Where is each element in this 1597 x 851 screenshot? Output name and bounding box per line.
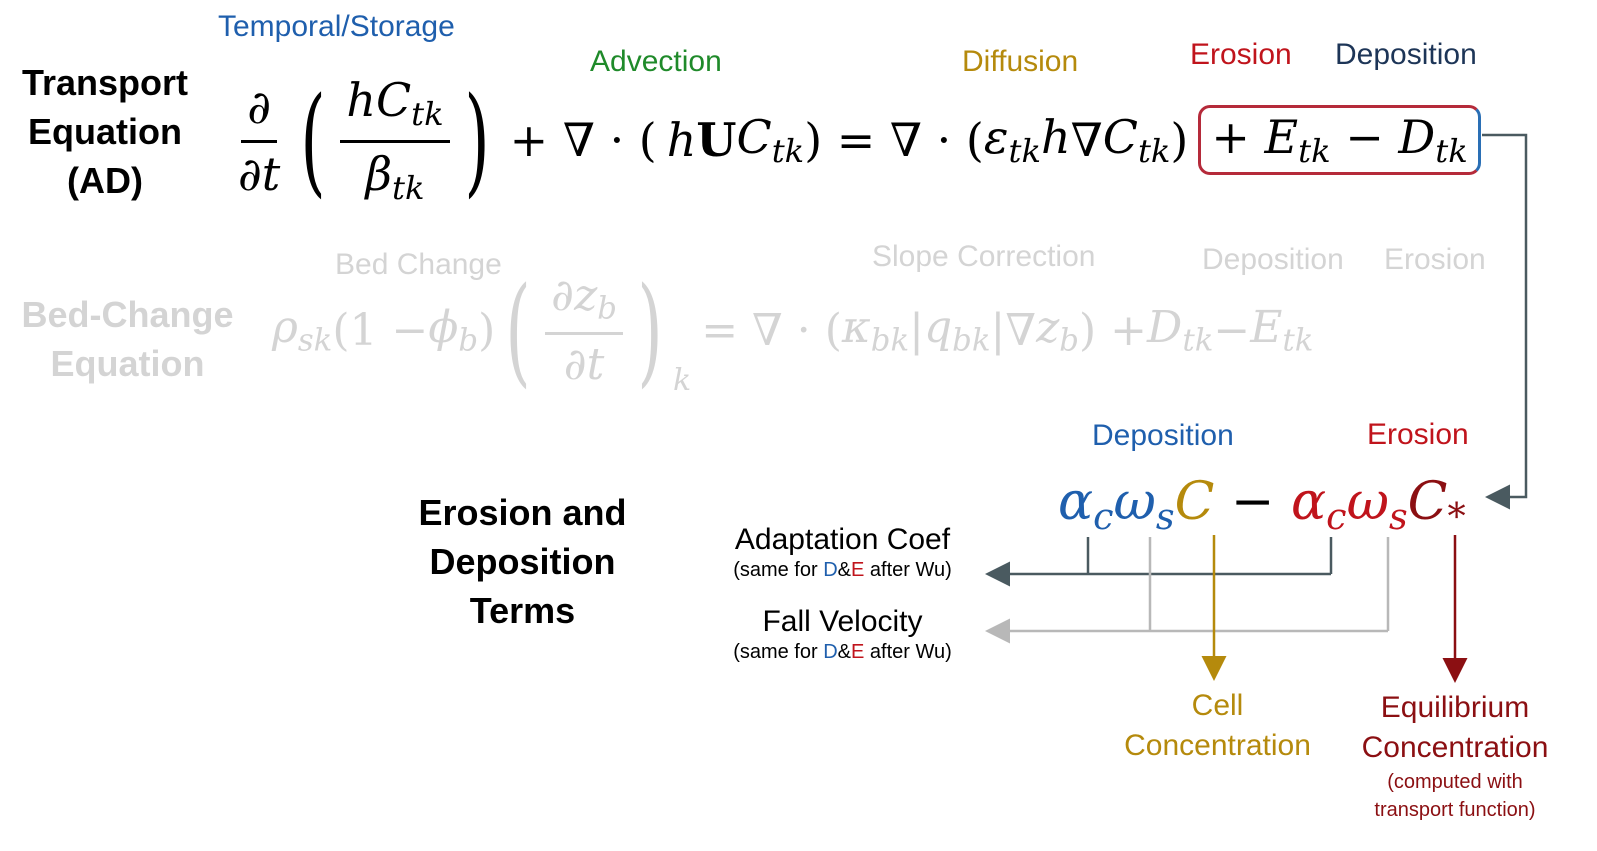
adaptation-note-post: after Wu) (864, 559, 952, 581)
label-erosion-terms: Erosion (1367, 418, 1469, 451)
bed-derivative: ∂zb∂t (545, 270, 623, 390)
label-temporal-storage: Temporal/Storage (218, 10, 455, 43)
fall-note-e: E (851, 641, 865, 663)
source-term-box: + Etk − Dtk (1198, 104, 1481, 175)
adaptation-note: (same for D&E after Wu) (700, 558, 985, 582)
transport-heading-line1: Transport (21, 62, 189, 103)
adaptation-note-d: D (823, 559, 838, 581)
cell-line2: Concentration (1124, 729, 1311, 762)
eq-line4: transport function) (1374, 799, 1536, 821)
fall-note-post: after Wu) (864, 641, 952, 663)
adaptation-title: Adaptation Coef (734, 523, 951, 556)
ed-heading-line2: Deposition (429, 541, 616, 582)
fall-velocity-bracket (990, 537, 1390, 631)
label-advection: Advection (590, 45, 722, 78)
transport-heading-line2: Equation (28, 111, 182, 152)
fall-note: (same for D&E after Wu) (700, 640, 985, 664)
label-deposition-terms: Deposition (1092, 419, 1234, 452)
fall-title: Fall Velocity (762, 605, 923, 638)
fall-note-pre: (same for (733, 641, 824, 663)
adaptation-note-e: E (851, 559, 865, 581)
transport-heading-line3: (AD) (67, 160, 143, 201)
label-erosion-top: Erosion (1190, 38, 1292, 71)
eq-line2: Concentration (1361, 731, 1549, 764)
label-diffusion: Diffusion (962, 45, 1079, 78)
label-bed-change: Bed Change (335, 248, 502, 281)
bed-change-heading-line1: Bed-Change (21, 294, 234, 335)
time-derivative: ∂∂t (238, 79, 281, 201)
fall-note-amp: & (837, 641, 852, 663)
fall-note-d: D (823, 641, 838, 663)
cell-concentration-label: Cell Concentration (1105, 686, 1330, 766)
adaptation-coef-label: Adaptation Coef (same for D&E after Wu) (700, 522, 985, 582)
label-slope-correction: Slope Correction (872, 240, 1096, 273)
label-deposition-bed: Deposition (1202, 243, 1344, 276)
adaptation-note-pre: (same for (733, 559, 824, 581)
equilibrium-concentration-label: Equilibrium Concentration (computed with… (1340, 688, 1570, 824)
adaptation-note-amp: & (837, 559, 852, 581)
cell-line1: Cell (1191, 689, 1244, 722)
eq-line3: (computed with (1387, 771, 1523, 793)
eq-line1: Equilibrium (1380, 691, 1530, 724)
label-erosion-bed: Erosion (1384, 243, 1486, 276)
adaptation-bracket (990, 537, 1333, 574)
label-deposition-top: Deposition (1335, 38, 1477, 71)
bed-change-heading-line2: Equation (50, 343, 205, 384)
erosion-deposition-heading: Erosion and Deposition Terms (395, 488, 650, 635)
ed-heading-line3: Terms (469, 590, 576, 631)
ed-heading-line1: Erosion and (418, 492, 627, 533)
fall-velocity-label: Fall Velocity (same for D&E after Wu) (700, 604, 985, 664)
deposition-erosion-expression: αcωsC − αcωsC* (1058, 472, 1466, 539)
bed-change-heading: Bed-Change Equation (0, 290, 255, 388)
source-to-terms-arrow (1482, 133, 1528, 510)
transport-heading: Transport Equation (AD) (0, 58, 210, 205)
bed-change-equation: ρsk(1 − ϕb) ( ∂zb∂t )k = ∇ · (κbk|qbk|∇z… (272, 261, 1314, 399)
